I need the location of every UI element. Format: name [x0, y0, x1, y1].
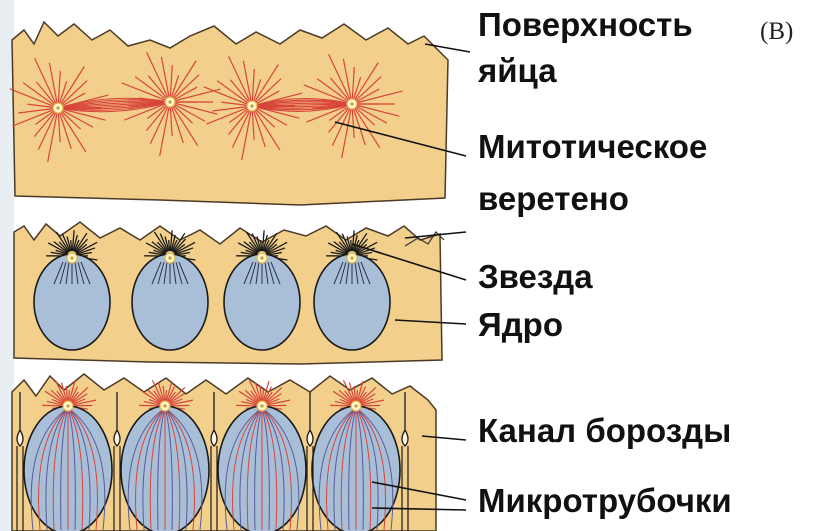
astral-ray [236, 405, 257, 406]
label-furrow-canal: Канал борозды [478, 412, 731, 450]
astral-ray-dark [261, 240, 262, 251]
astral-ray [139, 405, 160, 406]
astral-ray-dark [351, 240, 352, 251]
middle-panel [14, 222, 444, 364]
centrosome-core [56, 106, 59, 109]
centrosome-core [250, 104, 253, 107]
label-spindle-line1: Митотическое [478, 128, 707, 166]
astral-ray-dark [169, 240, 170, 251]
centrosome-core [350, 102, 353, 105]
centrosome-core [168, 100, 171, 103]
astral-ray-dark [71, 240, 72, 251]
astral-ray [42, 405, 63, 406]
astral-ray [330, 405, 351, 406]
panel-letter: (B) [760, 18, 793, 46]
label-aster: Звезда [478, 258, 593, 296]
label-egg-surface-line2: яйца [478, 52, 557, 90]
centrosome-core [354, 404, 357, 407]
centrosome-core [260, 404, 263, 407]
label-spindle-line2: веретено [478, 180, 629, 218]
top-panel [10, 22, 448, 205]
centrosome-core [260, 256, 263, 259]
label-nucleus: Ядро [478, 306, 563, 344]
centrosome-core [350, 256, 353, 259]
centrosome-core [66, 404, 69, 407]
centrosome-core [70, 256, 73, 259]
centrosome-core [163, 404, 166, 407]
centrosome-core [168, 256, 171, 259]
label-microtubules: Микротрубочки [478, 482, 732, 520]
label-egg-surface-line1: Поверхность [478, 6, 693, 44]
